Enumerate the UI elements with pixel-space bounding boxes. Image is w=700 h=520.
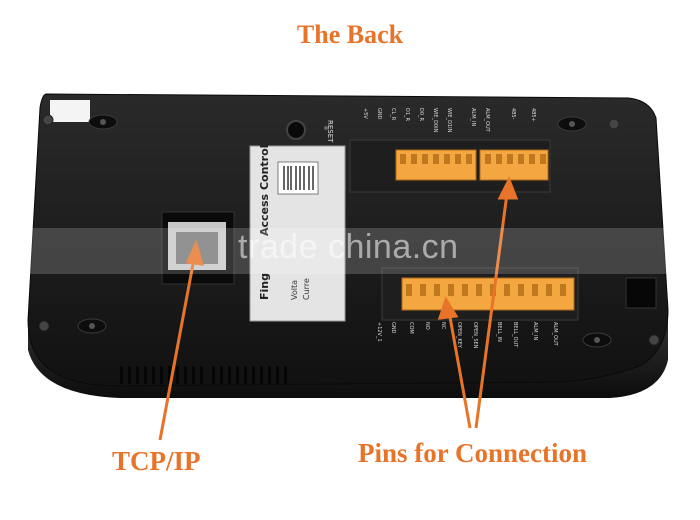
pin-label: CL_R bbox=[390, 108, 396, 121]
pins-arrow bbox=[437, 176, 519, 429]
pin-label: 485+ bbox=[530, 108, 536, 122]
pin-label: D1_R bbox=[404, 108, 410, 122]
vent-slots bbox=[120, 366, 287, 384]
screw-hole-icon bbox=[557, 116, 587, 132]
screw-hole-icon bbox=[582, 332, 612, 348]
reset-label: RESET bbox=[326, 120, 334, 143]
tcp-ip-callout: TCP/IP bbox=[112, 446, 201, 476]
pin-label: 485- bbox=[510, 108, 516, 120]
heading: The Back bbox=[296, 20, 404, 49]
pin-label: WIE_D0IN bbox=[432, 108, 438, 133]
pin-label: BELL_OUT bbox=[512, 322, 518, 348]
pin-labels-bottom: +12V_1 GND COM NO NC OPEN_KEY OPEN_SEN B… bbox=[376, 322, 578, 362]
watermark: trade china.cn bbox=[238, 228, 459, 266]
label-title-b: Access Control bbox=[258, 144, 271, 236]
terminal-screws-bottom bbox=[406, 284, 566, 296]
screw-hole-icon bbox=[88, 114, 118, 130]
watermark-band bbox=[0, 228, 700, 274]
terminal-screws-top bbox=[400, 154, 546, 164]
label-title-a: Fing bbox=[258, 273, 271, 300]
screw-icon bbox=[38, 320, 50, 332]
corner-sticker bbox=[50, 100, 90, 122]
pin-label: COM bbox=[408, 322, 414, 334]
screw-icon bbox=[608, 118, 620, 130]
pin-label: ALM_OUT bbox=[552, 322, 558, 346]
pin-label: ALM_IN bbox=[532, 322, 538, 341]
pin-label: OPEN_SEN bbox=[472, 322, 478, 349]
pin-label: ALM_IN bbox=[470, 108, 476, 127]
pin-label: BELL_IN bbox=[496, 322, 502, 342]
reset-button bbox=[286, 120, 306, 140]
side-opening bbox=[625, 277, 657, 309]
screw-hole-icon bbox=[77, 318, 107, 334]
pin-labels-top: +5V GND CL_R D1_R D0_R WIE_D0IN WIE_D1IN… bbox=[356, 108, 556, 138]
pin-label: OPEN_KEY bbox=[456, 322, 462, 348]
label-line-2: Curre bbox=[302, 278, 311, 300]
pin-label: NC bbox=[440, 322, 446, 330]
pin-label: WIE_D1IN bbox=[446, 108, 452, 133]
pin-label: D0_R bbox=[418, 108, 424, 122]
screw-icon bbox=[42, 114, 54, 126]
pin-label: GND bbox=[376, 108, 382, 120]
pin-label: NO bbox=[424, 322, 430, 330]
label-line-1: Volta bbox=[290, 279, 299, 300]
terminal-block-bottom bbox=[401, 277, 575, 311]
pins-callout: Pins for Connection bbox=[358, 438, 588, 468]
screw-icon bbox=[648, 334, 660, 346]
pin-label: +12V_1 bbox=[376, 322, 382, 342]
pin-label: GND bbox=[390, 322, 396, 334]
tcp-arrow bbox=[158, 239, 205, 441]
pin-label: ALM_OUT bbox=[484, 108, 490, 132]
pin-label: +5V bbox=[362, 108, 368, 119]
